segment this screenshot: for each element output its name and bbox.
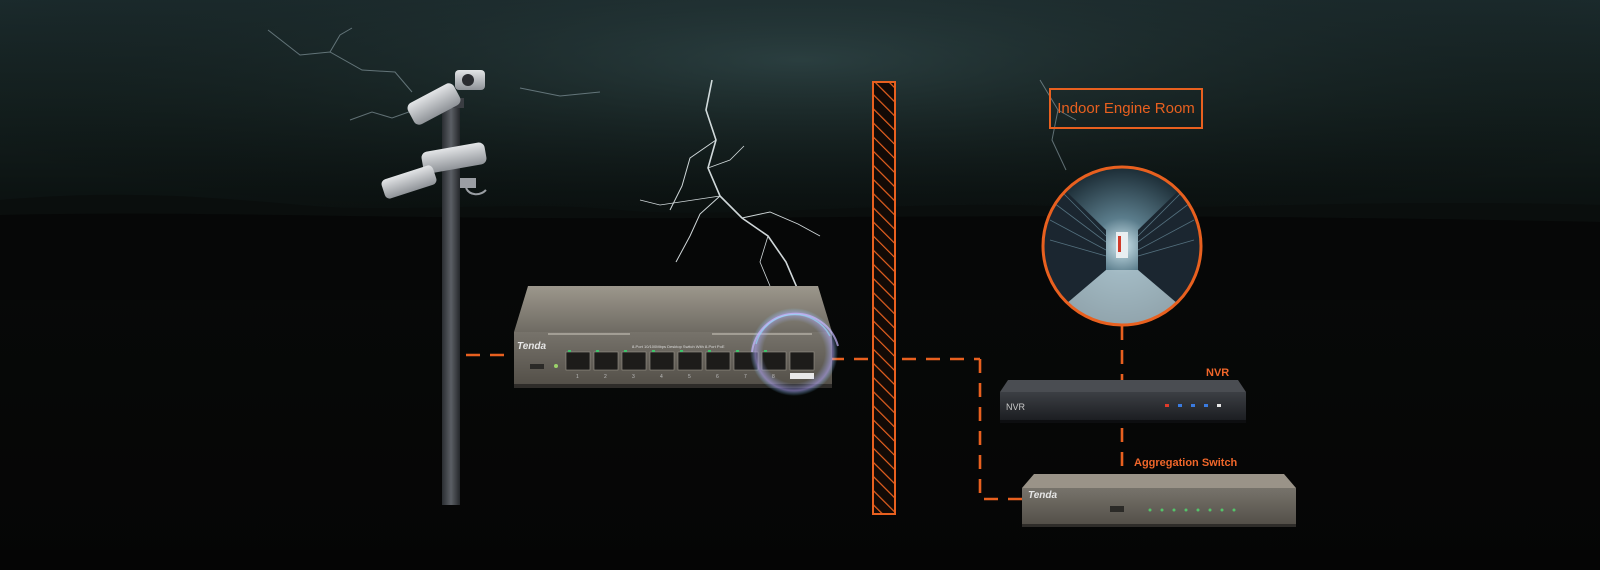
poe-switch-brand: Tenda xyxy=(517,341,547,352)
port-number: 5 xyxy=(688,374,691,380)
port-number: 3 xyxy=(632,374,635,380)
port-number: 4 xyxy=(660,374,663,380)
indoor-engine-room-label: Indoor Engine Room xyxy=(1049,88,1203,129)
port-number: 8 xyxy=(772,374,775,380)
poe-switch-title: 8-Port 10/100Mbps Desktop Switch With 8-… xyxy=(632,344,725,349)
port-number: 7 xyxy=(744,374,747,380)
port-number: 2 xyxy=(604,374,607,380)
aggregation-switch-brand: Tenda xyxy=(1028,490,1058,501)
nvr-tag: NVR xyxy=(1206,367,1230,379)
nvr-front-label: NVR xyxy=(1006,402,1026,412)
port-number: 1 xyxy=(576,374,579,380)
port-number: 6 xyxy=(716,374,719,380)
aggregation-switch-tag: Aggregation Switch xyxy=(1134,457,1238,469)
